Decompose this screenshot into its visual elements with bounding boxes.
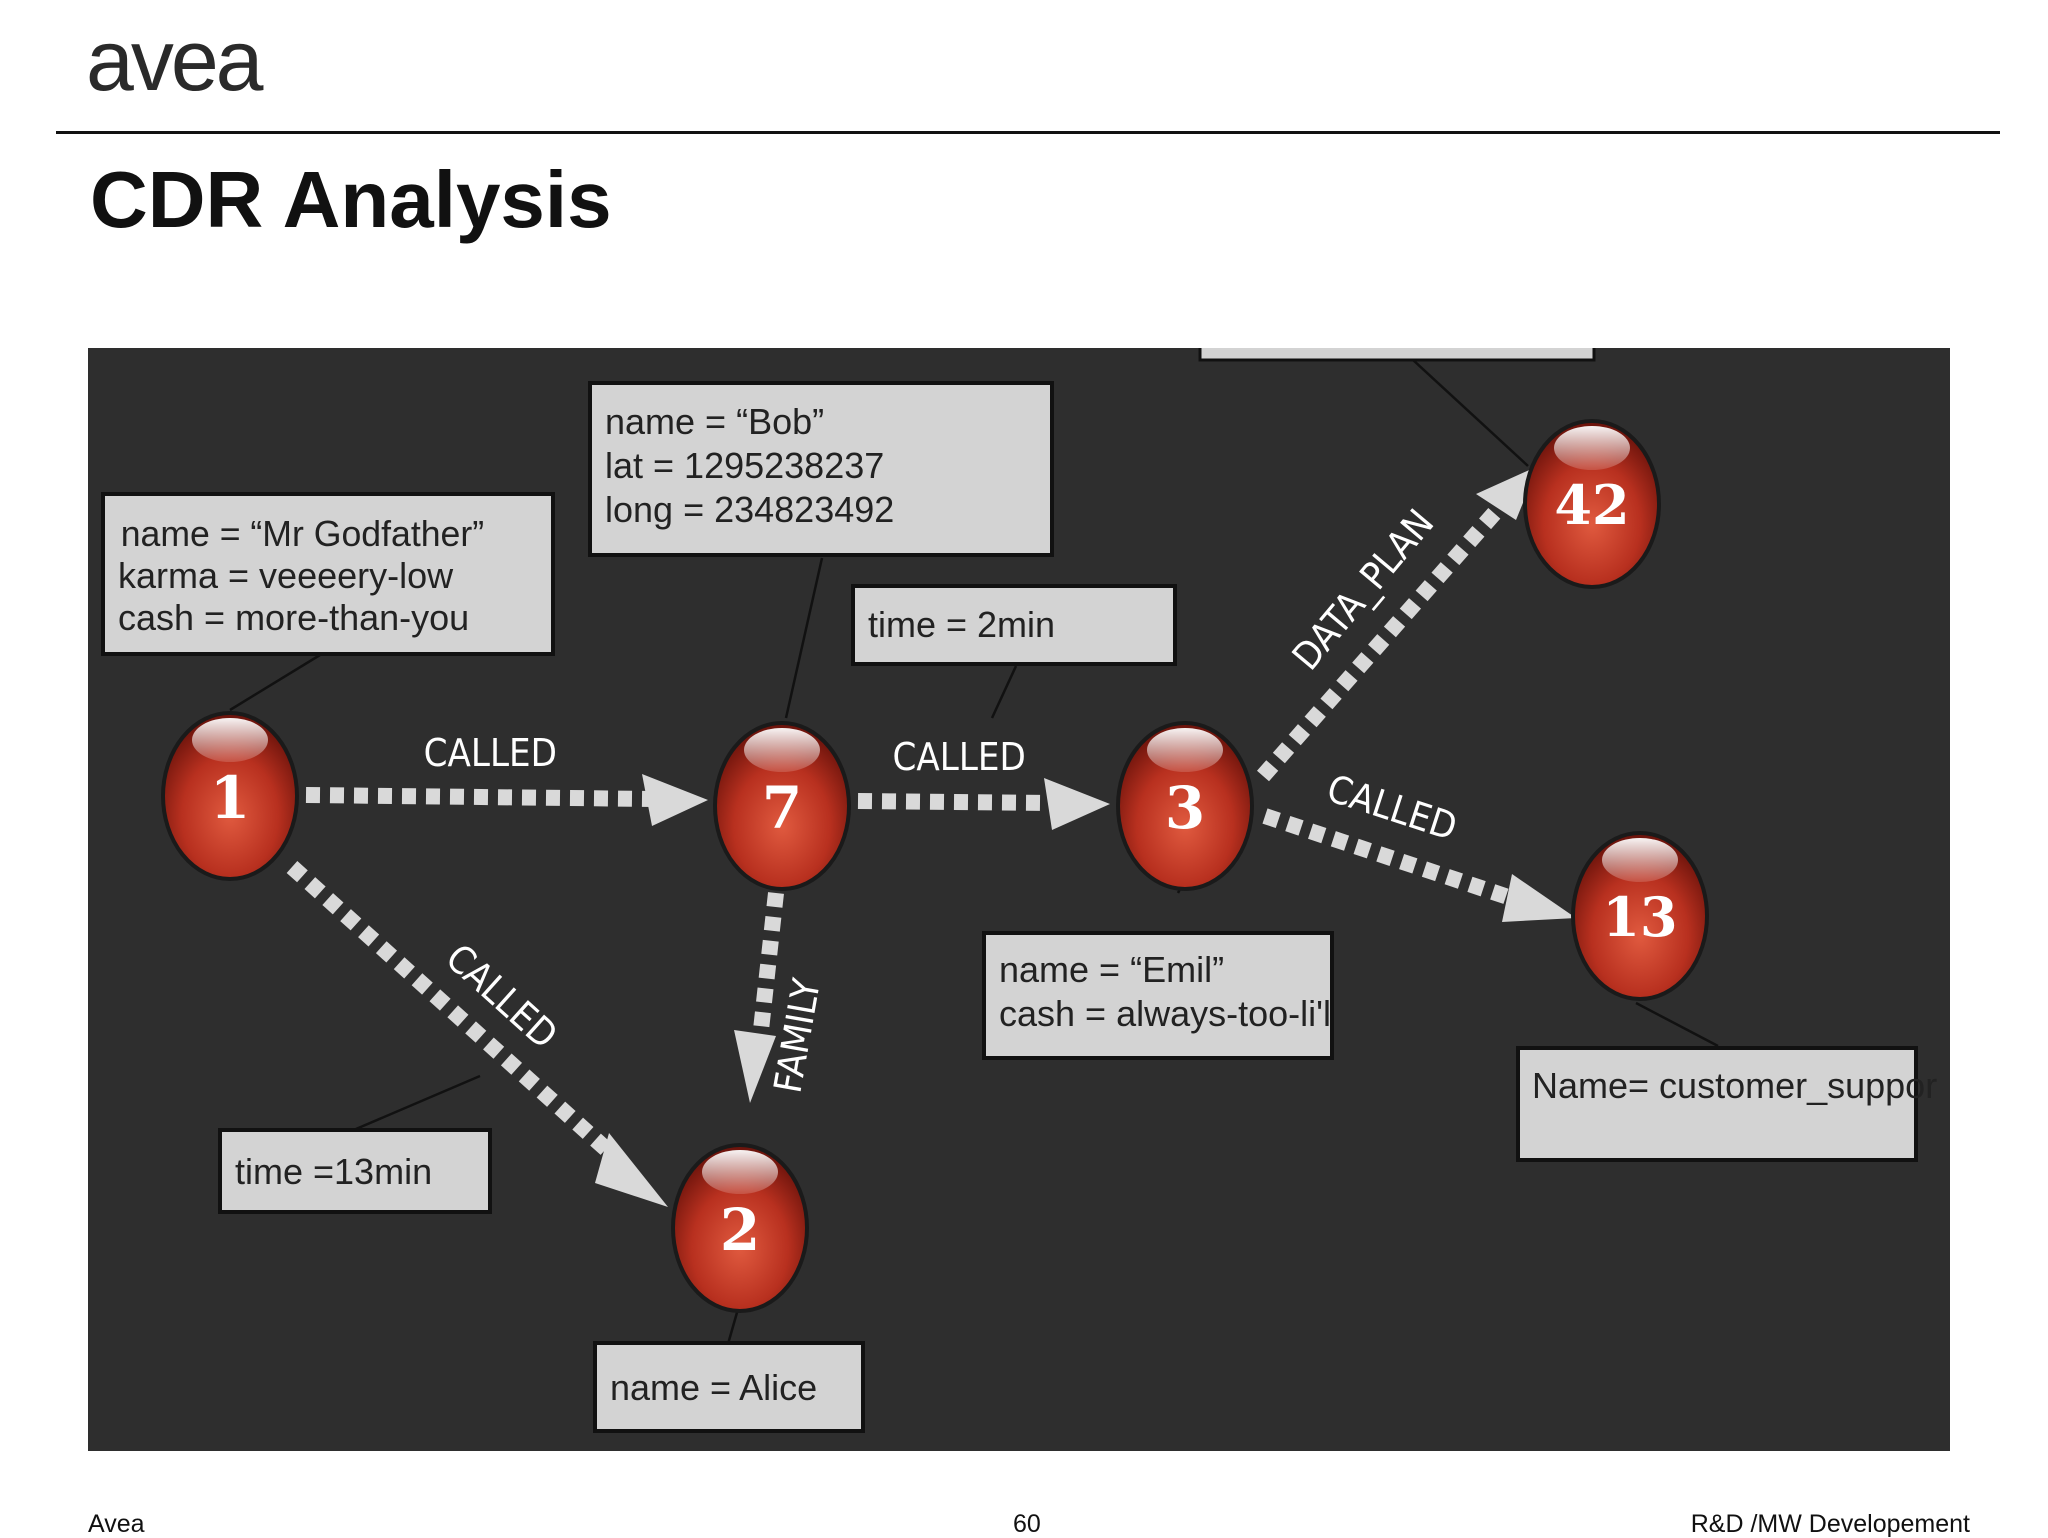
- godfather-line-1: name = “Mr Godfather”: [121, 514, 484, 554]
- node-label-3: 3: [1165, 774, 1205, 842]
- bob-line-3: long = 234823492: [605, 489, 894, 530]
- godfather-line-2: karma = veeeery-low: [118, 555, 454, 596]
- node-13[interactable]: 13: [1571, 831, 1709, 1001]
- edge-arrowheads: [595, 466, 1576, 1207]
- property-box-time-2min: time = 2min: [851, 584, 1177, 666]
- property-box-emil: name = “Emil” cash = always-too-li'l: [982, 931, 1334, 1060]
- node-label-42: 42: [1554, 473, 1629, 537]
- alice-line-1: name = Alice: [610, 1367, 817, 1408]
- footer-company: Avea: [88, 1510, 145, 1538]
- godfather-line-3: cash = more-than-you: [118, 597, 469, 638]
- box-connectors: [229, 348, 1719, 1345]
- header-divider: [56, 131, 2000, 134]
- avea-logo: avea: [86, 13, 263, 109]
- emil-line-1: name = “Emil”: [999, 949, 1224, 990]
- node-1[interactable]: 1: [161, 711, 299, 881]
- property-box-top-cropped: [1198, 348, 1596, 362]
- time-2min-line-1: time = 2min: [868, 604, 1055, 645]
- emil-line-2: cash = always-too-li'l: [999, 993, 1331, 1034]
- bob-line-1: name = “Bob”: [605, 401, 824, 442]
- property-box-bob: name = “Bob” lat = 1295238237 long = 234…: [588, 381, 1054, 557]
- edge-label-7-3: CALLED: [893, 734, 1026, 779]
- node-7[interactable]: 7: [713, 721, 851, 891]
- footer-page-number: 60: [1013, 1510, 1041, 1538]
- customer-support-line-1: Name= customer_suppor: [1532, 1065, 1937, 1106]
- page-title: CDR Analysis: [90, 155, 612, 244]
- node-2[interactable]: 2: [671, 1143, 809, 1313]
- bob-line-2: lat = 1295238237: [605, 445, 884, 486]
- cdr-graph-diagram: CALLED CALLED CALLED FAMILY DATA_PLAN CA…: [88, 348, 1950, 1451]
- property-box-time-13min: time =13min: [218, 1128, 492, 1214]
- property-box-alice: name = Alice: [593, 1341, 865, 1433]
- footer-department: R&D /MW Developement: [1690, 1510, 1970, 1538]
- node-42[interactable]: 42: [1523, 419, 1661, 589]
- edge-lines: [286, 502, 1523, 1164]
- node-label-13: 13: [1602, 885, 1677, 949]
- property-box-godfather: name = “Mr Godfather” karma = veeeery-lo…: [101, 492, 555, 656]
- edge-label-1-7: CALLED: [424, 730, 557, 775]
- node-label-1: 1: [210, 764, 250, 832]
- time-13min-line-1: time =13min: [235, 1151, 432, 1192]
- property-box-customer-support: Name= customer_suppor: [1516, 1046, 1937, 1162]
- node-3[interactable]: 3: [1116, 721, 1254, 891]
- node-label-2: 2: [720, 1196, 760, 1264]
- node-label-7: 7: [762, 774, 802, 842]
